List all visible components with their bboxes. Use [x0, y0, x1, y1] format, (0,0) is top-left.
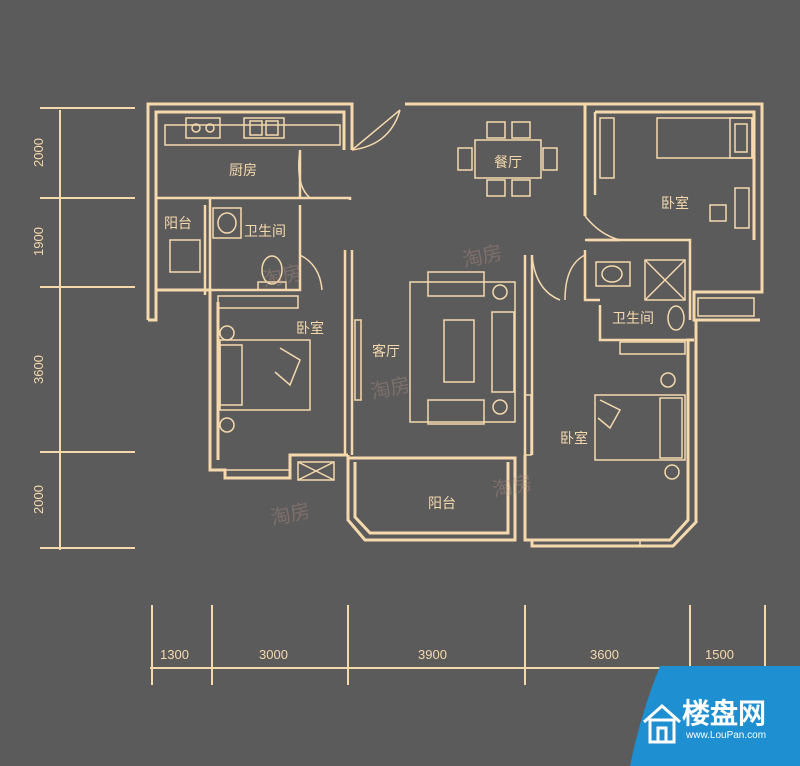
kitchen-fixtures: [185, 117, 285, 139]
dim-bottom-4: 3600: [590, 647, 619, 662]
logo-name: 楼盘网: [682, 697, 767, 730]
dining-table: [457, 121, 558, 197]
dim-bottom-3: 3900: [418, 647, 447, 662]
loupan-logo: [630, 666, 800, 766]
dim-bottom-2: 3000: [259, 647, 288, 662]
ne-bed: [599, 117, 753, 229]
interior-walls: [156, 112, 692, 455]
se-bed: [594, 341, 686, 480]
windows: [164, 124, 641, 546]
room-label-living: 客厅: [372, 344, 400, 360]
outer-walls: [146, 102, 764, 548]
room-label-bath-right: 卫生间: [612, 311, 654, 327]
bath-fixtures: [169, 207, 755, 481]
room-label-bedroom-se: 卧室: [560, 431, 588, 447]
left-dimension-lines: [40, 107, 135, 550]
room-label-bedroom-w: 卧室: [296, 321, 324, 337]
dim-left-3: 3600: [30, 355, 46, 384]
logo-url[interactable]: www.LouPan.com: [686, 730, 767, 741]
room-label-bedroom-ne: 卧室: [661, 196, 689, 212]
dim-bottom-5: 1500: [705, 647, 734, 662]
room-label-bath-left: 卫生间: [244, 224, 286, 240]
room-label-balcony-main: 阳台: [428, 496, 456, 512]
room-label-dining: 餐厅: [494, 155, 522, 171]
room-label-kitchen: 厨房: [229, 163, 257, 179]
room-label-balcony-small: 阳台: [164, 216, 192, 232]
house-icon: [643, 703, 681, 744]
dim-left-2: 1900: [30, 227, 46, 256]
living-furniture: [409, 271, 516, 425]
dim-bottom-1: 1300: [160, 647, 189, 662]
dim-left-1: 2000: [30, 138, 46, 167]
w-bed: [217, 295, 311, 433]
doors: [298, 109, 621, 301]
dim-left-4: 2000: [30, 485, 46, 514]
